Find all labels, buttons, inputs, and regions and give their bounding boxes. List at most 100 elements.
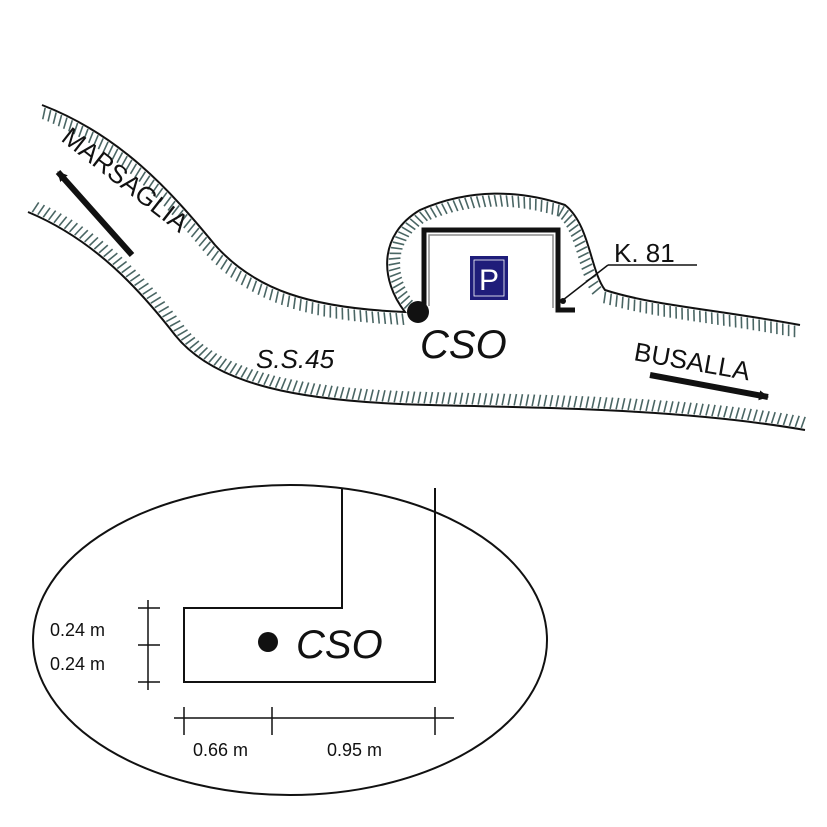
hatch-tick xyxy=(499,195,503,207)
hatch-tick xyxy=(579,257,591,265)
hatch-tick xyxy=(357,388,363,401)
hatch-tick xyxy=(585,396,590,409)
hatch-tick xyxy=(525,394,530,406)
hatch-tick xyxy=(304,382,310,394)
hatch-tick xyxy=(717,405,722,417)
hatch-tick xyxy=(229,362,238,374)
hatch-tick xyxy=(746,408,752,421)
hatch-tick xyxy=(387,390,392,403)
hatch-tick xyxy=(531,394,536,407)
hatch-tick xyxy=(395,312,399,325)
hatch-tick xyxy=(194,232,204,243)
hatch-tick xyxy=(359,310,362,322)
hatch-tick xyxy=(125,269,136,278)
hatch-tick xyxy=(403,299,414,310)
hatch-tick xyxy=(116,152,124,164)
hatch-tick xyxy=(511,195,515,208)
hatch-tick xyxy=(263,373,270,386)
hatch-tick xyxy=(150,296,162,304)
hatch-tick xyxy=(134,278,145,287)
hatch-tick xyxy=(198,236,208,247)
hatch-tick xyxy=(459,392,464,405)
hatch-tick xyxy=(310,383,316,395)
hatch-tick xyxy=(483,393,488,405)
hatch-tick xyxy=(441,392,446,404)
hatch-tick xyxy=(458,198,465,211)
road-edge-lower xyxy=(27,211,806,431)
hatch-tick xyxy=(73,122,79,135)
hatch-tick xyxy=(213,355,223,366)
hatch-tick xyxy=(401,226,413,234)
hatch-tick xyxy=(63,219,73,230)
hatch-tick xyxy=(339,386,345,399)
hatch-tick xyxy=(246,277,252,289)
hatch-tick xyxy=(549,394,554,407)
hatch-tick xyxy=(292,380,298,392)
hatch-tick xyxy=(669,401,674,413)
hatch-tick xyxy=(540,200,543,212)
hatch-tick xyxy=(240,367,248,378)
hatch-tick xyxy=(138,282,149,291)
hatch-tick xyxy=(353,309,356,322)
hatch-tick xyxy=(151,183,160,195)
hatch-tick xyxy=(292,297,297,310)
hatch-tick xyxy=(37,204,46,216)
hatch-tick xyxy=(770,411,776,424)
hatch-tick xyxy=(389,271,402,278)
hatch-tick xyxy=(489,393,494,406)
hatch-tick xyxy=(298,299,302,311)
hatch-tick xyxy=(419,211,428,222)
hatch-tick xyxy=(134,167,142,179)
hatch-tick xyxy=(453,392,458,405)
hatch-tick xyxy=(555,395,560,407)
hatch-tick xyxy=(446,201,454,213)
hatch-tick xyxy=(507,393,512,406)
hatch-tick xyxy=(203,350,213,360)
parking-area-inner xyxy=(428,234,554,308)
hatch-tick xyxy=(435,392,440,404)
hatch-tick xyxy=(198,347,209,357)
hatch-tick xyxy=(681,402,686,414)
hatch-tick xyxy=(177,329,188,337)
hatch-tick xyxy=(687,402,692,415)
hatch-tick xyxy=(230,266,238,278)
hatch-tick xyxy=(280,377,287,390)
hatch-tick xyxy=(388,262,401,266)
hatch-tick xyxy=(210,250,220,261)
hatch-tick xyxy=(471,392,476,405)
hatch-tick xyxy=(729,406,734,419)
hatch-tick xyxy=(752,409,758,422)
hatch-tick xyxy=(327,385,333,398)
hatch-tick xyxy=(395,236,407,242)
road-name-label: S.S.45 xyxy=(256,344,335,374)
hatch-tick xyxy=(393,390,398,403)
hatch-tick xyxy=(179,213,188,225)
hatch-tick xyxy=(79,229,89,240)
hatch-tick xyxy=(475,196,481,208)
hatch-tick xyxy=(263,286,268,298)
hatch-tick xyxy=(693,403,698,415)
hatch-tick xyxy=(251,370,259,382)
hatch-tick xyxy=(570,229,582,238)
hatch-tick xyxy=(657,400,662,412)
vertical-dimension xyxy=(138,600,160,690)
hatch-tick xyxy=(83,128,89,141)
hatch-tick xyxy=(568,223,579,233)
hatch-tick xyxy=(107,252,118,262)
hatch-tick xyxy=(183,218,192,229)
hatch-tick xyxy=(53,213,62,224)
hatch-tick xyxy=(31,202,40,213)
hatch-tick xyxy=(269,375,276,387)
hatch-tick xyxy=(240,274,247,286)
hatch-tick xyxy=(41,107,46,120)
hatch-tick xyxy=(711,404,716,417)
hatch-tick xyxy=(723,405,728,418)
hatch-tick xyxy=(274,291,279,303)
hatch-tick xyxy=(627,398,632,411)
hatch-tick xyxy=(597,396,602,409)
hatch-tick xyxy=(381,390,386,402)
hatch-tick xyxy=(351,387,357,400)
hatch-tick xyxy=(345,387,351,400)
hatch-tick xyxy=(47,109,52,122)
direction-left-arrow xyxy=(55,170,135,257)
